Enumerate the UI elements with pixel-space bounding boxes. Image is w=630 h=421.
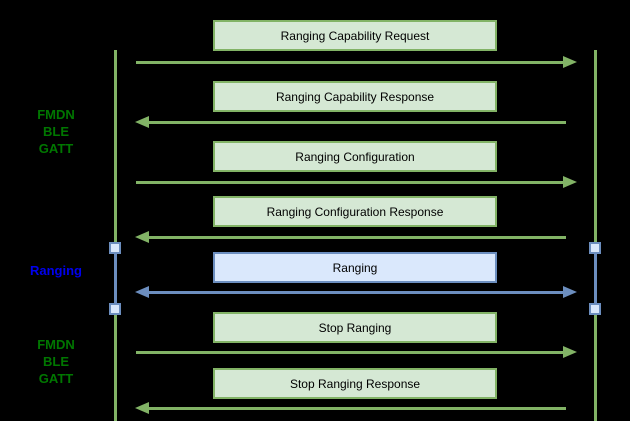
- phase-label-line: GATT: [38, 371, 74, 386]
- arrow-shaft: [136, 180, 563, 184]
- arrow-shaft: [149, 290, 563, 294]
- message-label: Ranging Configuration Response: [266, 204, 444, 219]
- activation-box-left-top: [109, 242, 121, 254]
- message-box-stop-ranging-response: Stop Ranging Response: [213, 368, 497, 399]
- arrow-ranging-capability-response: [135, 116, 577, 128]
- phase-label-ranging: Ranging: [0, 262, 112, 279]
- activation-box-left-bottom: [109, 303, 121, 315]
- message-box-stop-ranging: Stop Ranging: [213, 312, 497, 343]
- arrow-ranging-configuration: [135, 176, 577, 188]
- arrow-ranging-capability-request: [135, 56, 577, 68]
- message-label: Ranging Capability Response: [275, 89, 435, 104]
- activation-box-right-top: [589, 242, 601, 254]
- arrowhead-right-icon: [563, 56, 577, 68]
- arrow-stop-ranging: [135, 346, 577, 358]
- arrowhead-right-icon: [563, 346, 577, 358]
- phase-label-line: BLE: [43, 354, 69, 369]
- message-label: Stop Ranging: [318, 320, 392, 335]
- lifeline-left: [114, 50, 117, 421]
- arrowhead-right-icon: [563, 176, 577, 188]
- arrowhead-left-icon: [135, 116, 149, 128]
- arrow-shaft: [149, 235, 566, 239]
- lifeline-left-ranging-segment: [114, 248, 117, 310]
- message-box-ranging-configuration-response: Ranging Configuration Response: [213, 196, 497, 227]
- message-label: Ranging Capability Request: [280, 28, 430, 43]
- message-box-ranging-capability-request: Ranging Capability Request: [213, 20, 497, 51]
- message-box-ranging-capability-response: Ranging Capability Response: [213, 81, 497, 112]
- phase-label-fmdn-ble-gatt-bottom: FMDN BLE GATT: [0, 336, 112, 387]
- lifeline-right-ranging-segment: [594, 248, 597, 310]
- arrow-shaft: [136, 350, 563, 354]
- message-box-ranging: Ranging: [213, 252, 497, 283]
- phase-label-line: GATT: [38, 141, 74, 156]
- arrow-ranging-configuration-response: [135, 231, 577, 243]
- phase-label-line: Ranging: [30, 263, 82, 278]
- arrow-shaft: [149, 120, 566, 124]
- activation-box-right-bottom: [589, 303, 601, 315]
- arrowhead-left-icon: [135, 286, 149, 298]
- message-label: Ranging: [332, 260, 378, 275]
- message-label: Ranging Configuration: [295, 149, 415, 164]
- arrowhead-left-icon: [135, 402, 149, 414]
- arrow-shaft: [136, 60, 563, 64]
- phase-label-line: FMDN: [37, 337, 75, 352]
- arrow-shaft: [149, 406, 566, 410]
- arrowhead-right-icon: [563, 286, 577, 298]
- arrow-ranging-bidirectional: [135, 286, 577, 298]
- message-box-ranging-configuration: Ranging Configuration: [213, 141, 497, 172]
- lifeline-right: [594, 50, 597, 421]
- arrowhead-left-icon: [135, 231, 149, 243]
- phase-label-fmdn-ble-gatt-top: FMDN BLE GATT: [0, 106, 112, 157]
- phase-label-line: FMDN: [37, 107, 75, 122]
- arrow-stop-ranging-response: [135, 402, 577, 414]
- message-label: Stop Ranging Response: [289, 376, 421, 391]
- phase-label-line: BLE: [43, 124, 69, 139]
